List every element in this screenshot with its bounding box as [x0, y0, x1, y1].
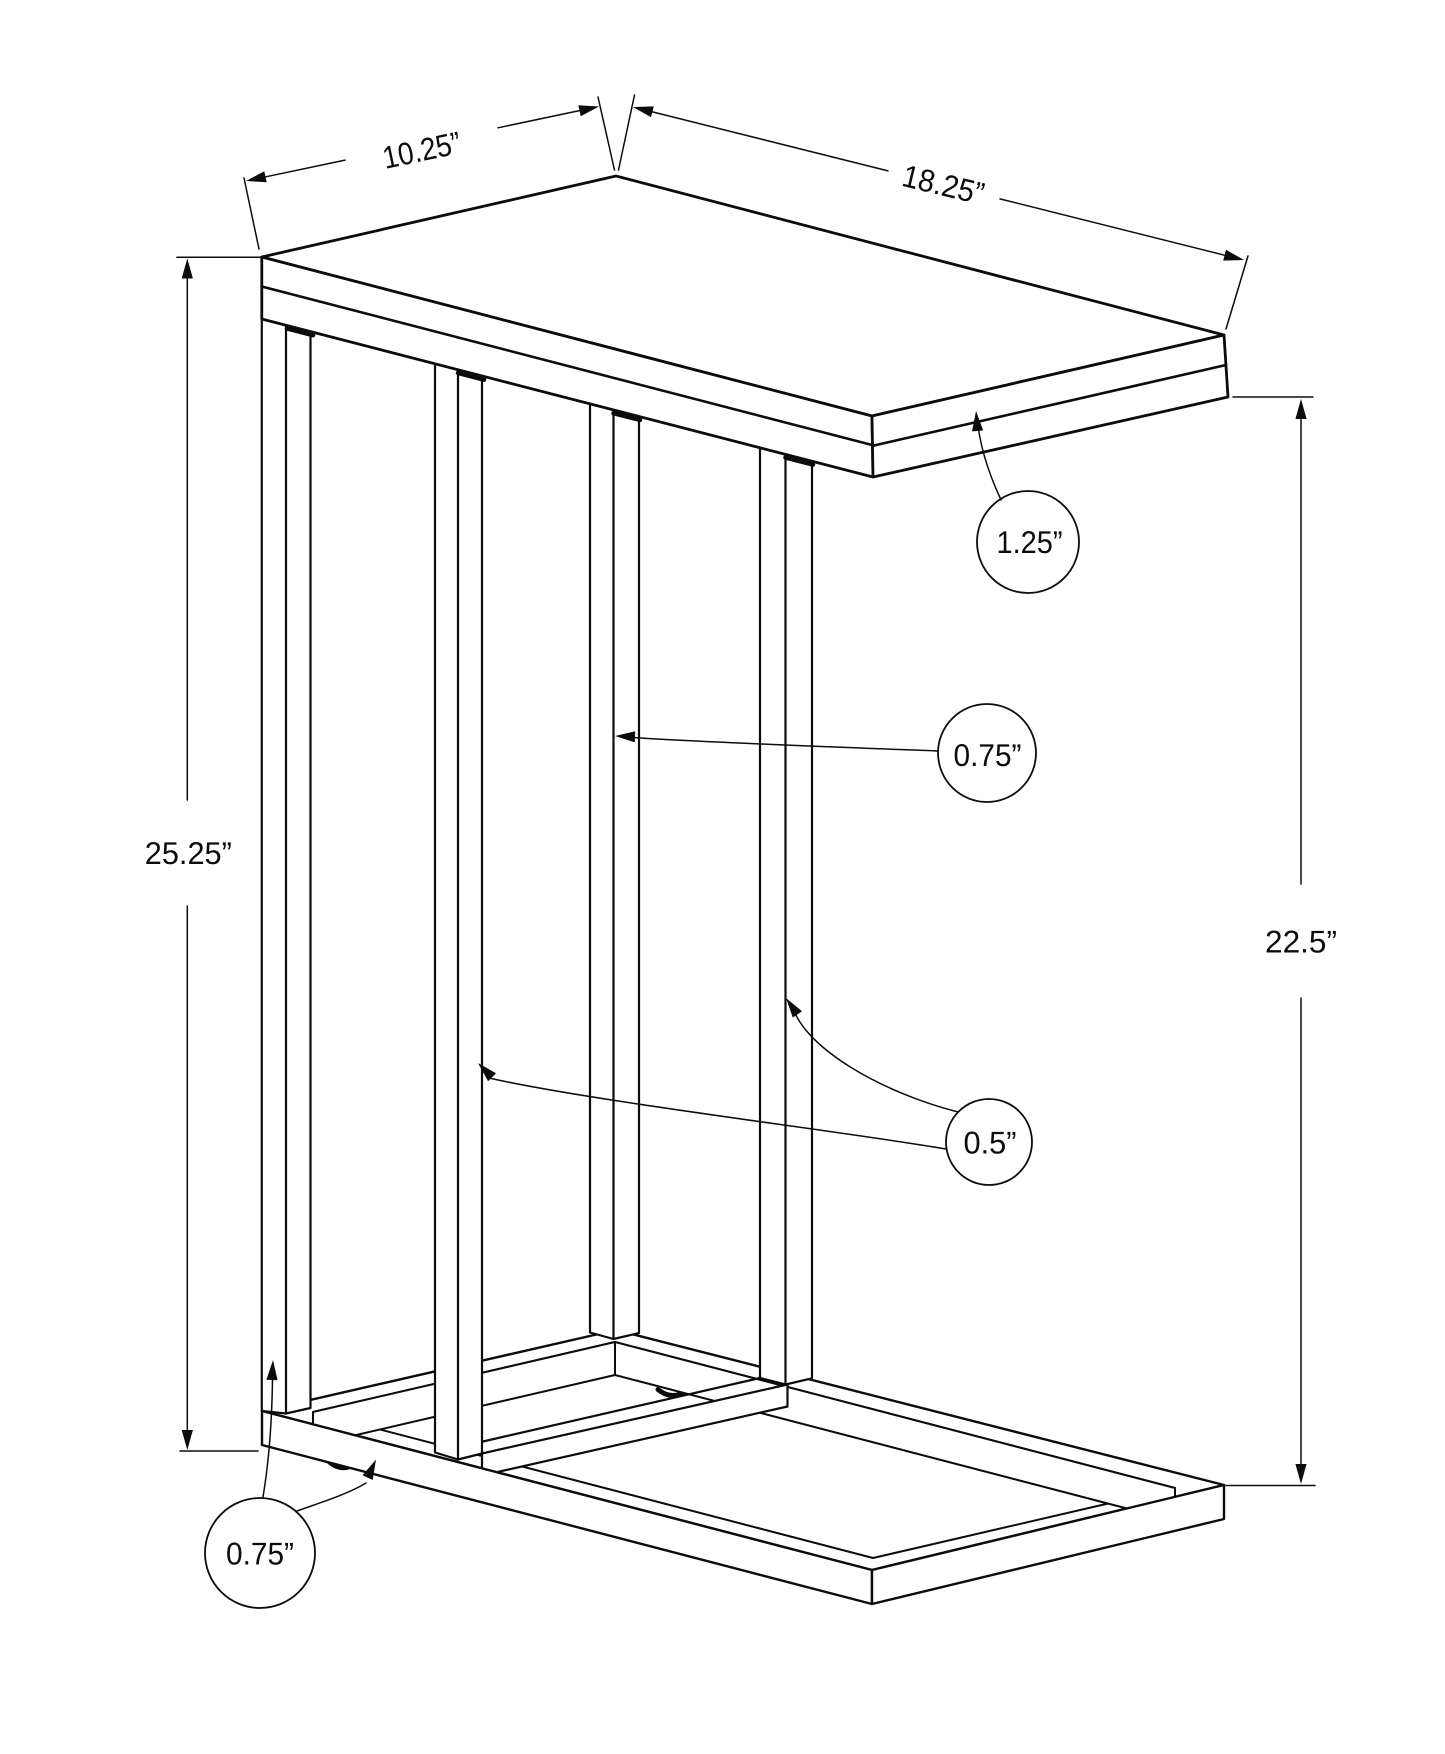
- svg-text:1.25”: 1.25”: [997, 524, 1063, 560]
- svg-text:0.5”: 0.5”: [964, 1125, 1017, 1161]
- svg-text:25.25”: 25.25”: [145, 835, 232, 871]
- svg-text:22.5”: 22.5”: [1265, 924, 1337, 960]
- svg-text:0.75”: 0.75”: [226, 1536, 294, 1572]
- svg-text:0.75”: 0.75”: [954, 737, 1022, 773]
